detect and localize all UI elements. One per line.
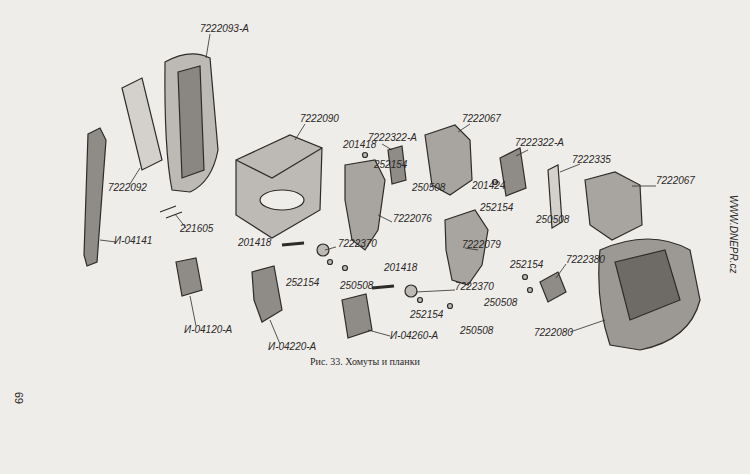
housing-detail	[178, 66, 204, 178]
clamp	[585, 172, 642, 240]
part-number: 252154	[480, 203, 513, 213]
ring	[260, 190, 304, 210]
part-number: 7222079	[462, 240, 501, 250]
part-number: 7222067	[462, 114, 501, 124]
clip	[342, 294, 372, 338]
part-number: 7222092	[108, 183, 147, 193]
part-number: 7222322-А	[515, 138, 564, 148]
part-number: 7222370	[338, 239, 377, 249]
screw	[372, 286, 394, 288]
part-number: 250508	[460, 326, 493, 336]
nut	[523, 275, 528, 280]
nut	[528, 288, 533, 293]
part-number: 250508	[340, 281, 373, 291]
plate	[540, 272, 566, 302]
bracket	[236, 135, 322, 238]
part-number: 221605	[180, 224, 213, 234]
part-number: 7222080	[534, 328, 573, 338]
housing	[599, 239, 700, 350]
nut	[418, 298, 423, 303]
washer	[405, 285, 417, 297]
screw	[282, 243, 304, 245]
part-number: 7222090	[300, 114, 339, 124]
part-number: 201418	[238, 238, 271, 248]
part-number: 252154	[374, 160, 407, 170]
part-number: 7222093-А	[200, 24, 249, 34]
part-number: 7222335	[572, 155, 611, 165]
part-number: 250508	[412, 183, 445, 193]
nut	[363, 153, 368, 158]
bar	[84, 128, 106, 266]
part-number: 7222067	[656, 176, 695, 186]
part-number: 201418	[343, 140, 376, 150]
part-number: 7222076	[393, 214, 432, 224]
plate	[122, 78, 162, 170]
housing	[165, 54, 218, 192]
figure-caption: Рис. 33. Хомуты и планки	[310, 356, 420, 367]
part-number: 201424	[472, 181, 505, 191]
part-number: И-04260-А	[390, 331, 438, 341]
watermark: WWW.DNEPR.cz	[728, 195, 738, 274]
part-number: 250508	[484, 298, 517, 308]
part-number: 252154	[286, 278, 319, 288]
screw	[160, 206, 182, 218]
clip	[252, 266, 282, 322]
part-number: 7222370	[455, 282, 494, 292]
clamp	[345, 160, 385, 250]
washer	[317, 244, 329, 256]
part-number: 252154	[410, 310, 443, 320]
part-number: И-04120-А	[184, 325, 232, 335]
edge-line	[236, 148, 322, 178]
part-number: И-04220-А	[268, 342, 316, 352]
page-number: 69	[14, 392, 25, 404]
leader-lines	[100, 34, 656, 344]
part-number: И-04141	[114, 236, 152, 246]
nut	[343, 266, 348, 271]
housing-detail	[615, 250, 680, 320]
nut	[448, 304, 453, 309]
clip	[176, 258, 202, 296]
part-number: 201418	[384, 263, 417, 273]
part-number: 7222380	[566, 255, 605, 265]
nut	[328, 260, 333, 265]
part-number: 250508	[536, 215, 569, 225]
part-number: 252154	[510, 260, 543, 270]
